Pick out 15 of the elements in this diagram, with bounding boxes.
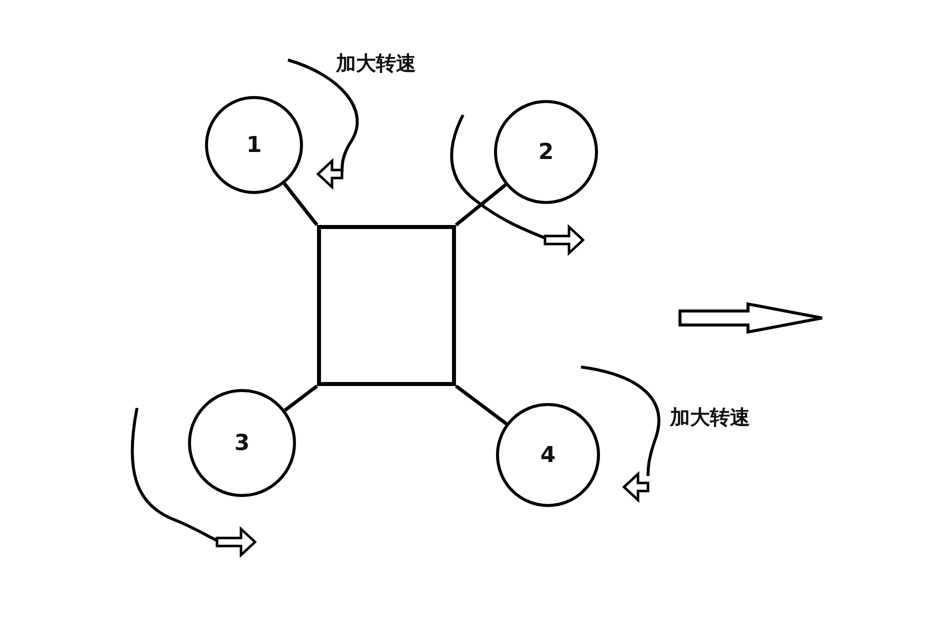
note-text: 加大转速 xyxy=(336,50,416,77)
rotor-circle xyxy=(205,96,303,194)
rotor-circle xyxy=(188,389,296,497)
motor-number: 4 xyxy=(540,442,556,468)
note-text: 加大转速 xyxy=(670,404,750,431)
arm-line xyxy=(454,384,508,426)
arm-line xyxy=(284,384,318,412)
rotor-circle xyxy=(494,100,598,204)
rotor-circle xyxy=(496,403,600,507)
motor-number: 1 xyxy=(246,132,262,158)
frame-box xyxy=(317,225,456,386)
motor-number: 3 xyxy=(234,430,250,456)
arm-line xyxy=(282,182,318,226)
motor-number: 2 xyxy=(538,140,554,164)
arm-line xyxy=(454,183,507,226)
